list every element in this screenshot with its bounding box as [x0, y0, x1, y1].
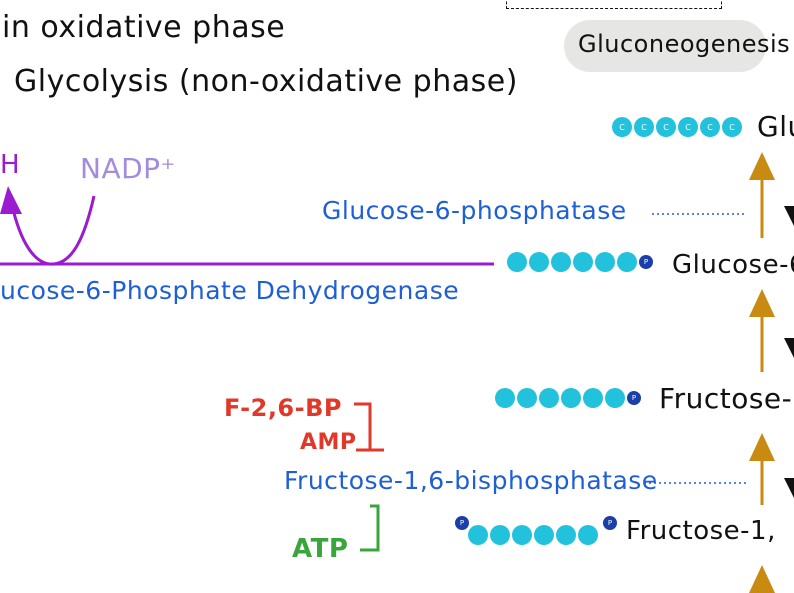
carbon-1	[468, 525, 488, 545]
fructose-16bp-label: Fructose-1,	[626, 516, 776, 546]
carbon-6	[578, 525, 598, 545]
glycolysis-arrow-3	[784, 478, 794, 498]
carbon-4: C	[678, 117, 698, 137]
carbon-1	[507, 252, 527, 272]
nadph-arrowhead	[0, 186, 22, 214]
glucose-chain: C C C C C C	[612, 117, 744, 137]
glycolysis-arrow-2	[784, 338, 794, 358]
fructose-6p-chain: P	[495, 388, 641, 408]
gold-arrow-4	[749, 565, 775, 593]
carbon-3	[539, 388, 559, 408]
glucose-label: Glu	[757, 110, 794, 143]
carbon-6: C	[722, 117, 742, 137]
gold-arrow-2	[749, 289, 775, 372]
carbon-4	[561, 388, 581, 408]
header-line-2: Glycolysis (non-oxidative phase)	[14, 64, 518, 99]
g6pd-label: ucose-6-Phosphate Dehydrogenase	[0, 276, 460, 305]
fructose-6p-label: Fructose-	[659, 382, 793, 415]
phosphate-right: P	[603, 516, 617, 530]
glucose-6p-label: Glucose-6	[672, 250, 794, 280]
carbon-2	[529, 252, 549, 272]
gold-arrow-3	[749, 433, 775, 505]
atp-label: ATP	[292, 534, 349, 564]
carbon-2	[490, 525, 510, 545]
nadp-label: NADP⁺	[80, 152, 176, 185]
carbon-1	[495, 388, 515, 408]
nadp-curve	[10, 195, 96, 266]
gluconeogenesis-pill	[564, 20, 766, 72]
carbon-3: C	[656, 117, 676, 137]
dashed-box-fragment	[506, 0, 722, 9]
amp-label: AMP	[300, 430, 357, 455]
phosphate: P	[639, 255, 653, 269]
g6pase-label: Glucose-6-phosphatase	[322, 196, 627, 225]
carbon-4	[534, 525, 554, 545]
activation-bracket	[360, 504, 380, 552]
carbon-2: C	[634, 117, 654, 137]
carbon-6	[617, 252, 637, 272]
carbon-1: C	[612, 117, 632, 137]
glucose-6p-chain: P	[507, 252, 653, 272]
f26bp-label: F-2,6-BP	[224, 394, 342, 422]
carbon-3	[551, 252, 571, 272]
carbon-5	[595, 252, 615, 272]
carbon-5: C	[700, 117, 720, 137]
fbpase-label: Fructose-1,6-bisphosphatase	[284, 466, 658, 495]
gold-arrow-1	[749, 152, 775, 238]
header-line-1: in oxidative phase	[2, 10, 286, 45]
glycolysis-arrow-1	[784, 206, 794, 226]
nadph-label-fragment: H	[0, 150, 21, 180]
carbon-3	[512, 525, 532, 545]
carbon-6	[605, 388, 625, 408]
carbon-5	[556, 525, 576, 545]
fructose-16bp-chain	[468, 525, 600, 545]
phosphate-left: P	[455, 516, 469, 530]
pathway-label: Gluconeogenesis	[578, 30, 791, 58]
phosphate: P	[627, 391, 641, 405]
carbon-5	[583, 388, 603, 408]
carbon-4	[573, 252, 593, 272]
inhibition-bracket	[354, 402, 384, 452]
carbon-2	[517, 388, 537, 408]
